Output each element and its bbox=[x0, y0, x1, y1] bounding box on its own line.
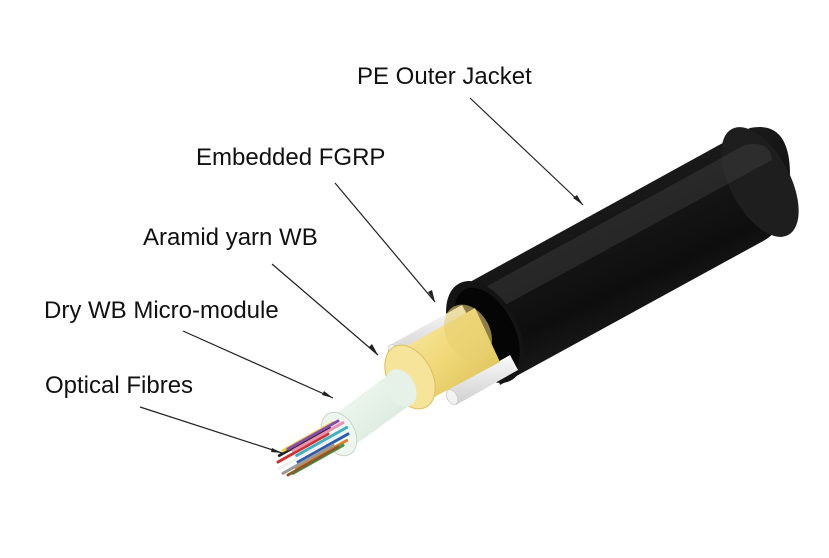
leader-line-aramid-yarn bbox=[271, 263, 379, 356]
optical-fibres bbox=[276, 419, 350, 477]
optical-fibre bbox=[295, 426, 349, 457]
optical-fibre bbox=[286, 445, 340, 477]
label-aramid-yarn-wb: Aramid yarn WB bbox=[143, 224, 318, 251]
label-embedded-fgrp: Embedded FGRP bbox=[196, 144, 386, 171]
leader-line-pe-outer-jacket bbox=[469, 97, 584, 206]
leader-lines bbox=[139, 97, 584, 454]
leader-line-optical-fibres bbox=[139, 406, 283, 454]
arrowhead bbox=[573, 195, 583, 205]
arrowhead bbox=[428, 290, 435, 302]
optical-fibre bbox=[276, 432, 330, 464]
optical-fibre bbox=[277, 439, 331, 470]
arrowhead bbox=[369, 344, 378, 355]
label-pe-outer-jacket: PE Outer Jacket bbox=[357, 63, 532, 90]
leader-line-micro-module bbox=[182, 330, 334, 399]
optical-fibre bbox=[281, 443, 335, 475]
arrowhead bbox=[322, 391, 333, 398]
optical-fibre bbox=[296, 432, 350, 464]
label-dry-wb-micro-module: Dry WB Micro-module bbox=[44, 297, 279, 324]
arrowhead bbox=[271, 448, 282, 453]
optical-fibre bbox=[286, 419, 340, 451]
optical-fibre bbox=[291, 421, 345, 453]
label-optical-fibres: Optical Fibres bbox=[45, 372, 194, 399]
leader-line-embedded-fgrp bbox=[334, 182, 436, 303]
